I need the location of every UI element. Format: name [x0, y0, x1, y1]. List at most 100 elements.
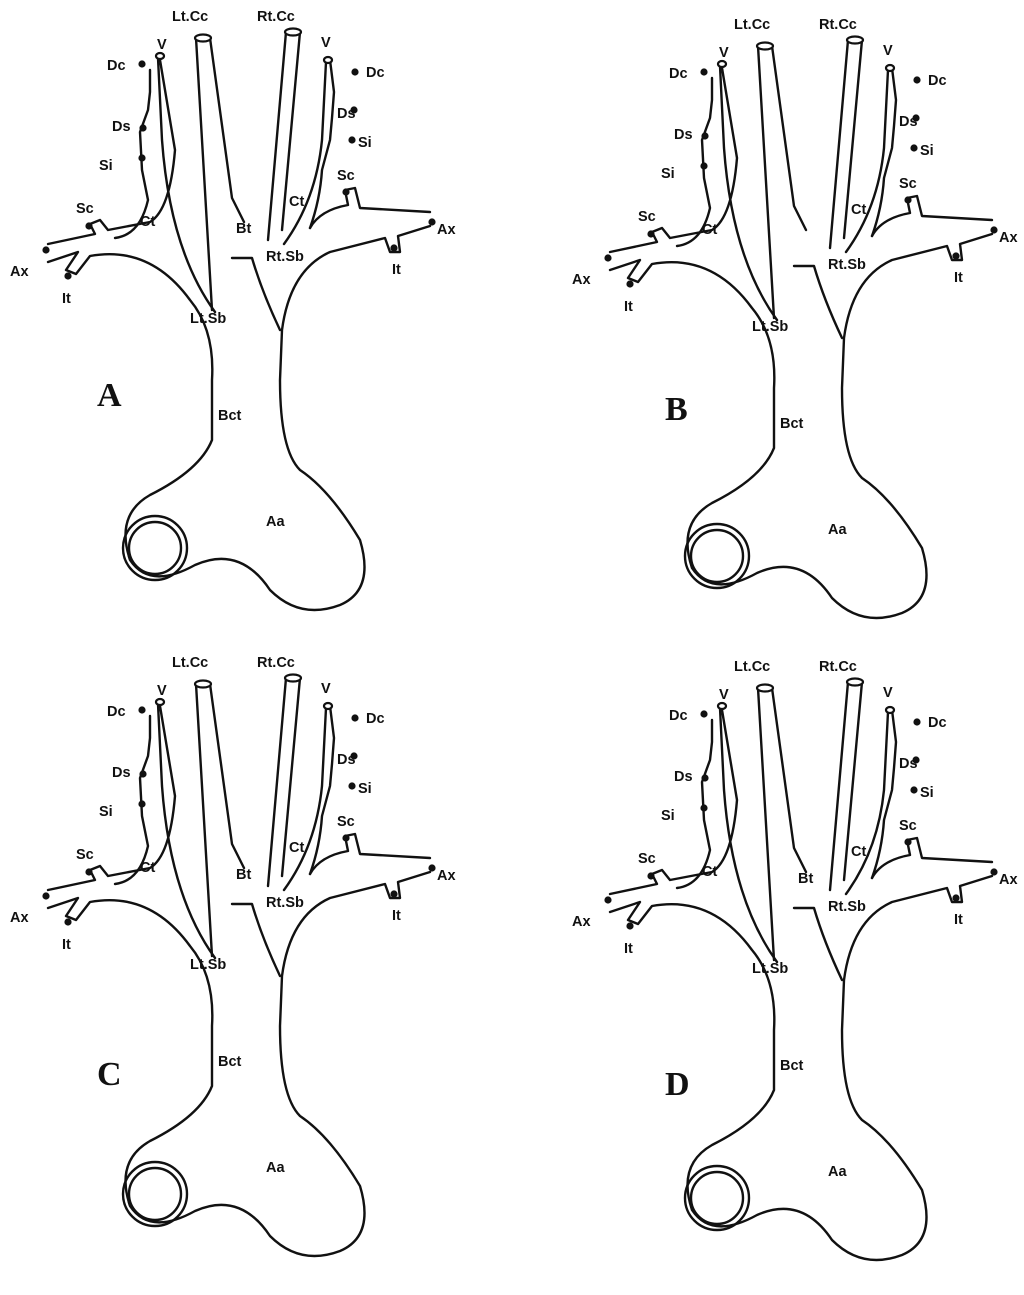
label-bt: Bt: [798, 871, 813, 887]
label-sc-l: Sc: [76, 201, 94, 217]
label-sc-r: Sc: [337, 168, 355, 184]
label-v-l: V: [719, 687, 729, 703]
branch-stump: [626, 922, 633, 929]
vessel-cut-end: [757, 43, 773, 50]
label-aa: Aa: [266, 514, 285, 530]
label-sc-l: Sc: [638, 209, 656, 225]
branch-stump: [700, 804, 707, 811]
branch-stump: [904, 838, 911, 845]
descending-aorta-outer-ring: [123, 1162, 187, 1226]
vessel-cut-end: [847, 37, 863, 44]
label-ltcc: Lt.Cc: [172, 655, 208, 671]
branch-stump: [952, 894, 959, 901]
label-sc-r: Sc: [899, 818, 917, 834]
vessel-cut-end: [718, 703, 726, 709]
vessel-outline: [794, 266, 842, 338]
label-v-l: V: [157, 683, 167, 699]
label-ds-r: Ds: [899, 756, 918, 772]
vessel-outline: [115, 716, 150, 884]
branch-stump: [42, 892, 49, 899]
label-aa: Aa: [828, 1164, 847, 1180]
vessel-tube: [196, 684, 212, 956]
label-rtsb: Rt.Sb: [828, 899, 866, 915]
label-si-r: Si: [358, 135, 372, 151]
branch-stump: [138, 60, 145, 67]
label-rtsb: Rt.Sb: [266, 895, 304, 911]
vessel-cut-end: [156, 699, 164, 705]
vessel-cut-end: [718, 61, 726, 67]
label-v-l: V: [719, 45, 729, 61]
label-ltcc: Lt.Cc: [172, 9, 208, 25]
vessel-outline: [794, 908, 842, 980]
vessel-outline: [232, 258, 280, 330]
label-sc-l: Sc: [76, 847, 94, 863]
label-si-r: Si: [358, 781, 372, 797]
label-ax-l: Ax: [572, 272, 591, 288]
vessel-outline: [232, 904, 280, 976]
branch-stump: [604, 254, 611, 261]
label-ltcc: Lt.Cc: [734, 17, 770, 33]
descending-aorta-inner-ring: [691, 1172, 743, 1224]
vessel-outline: [310, 188, 430, 228]
branch-stump: [351, 714, 358, 721]
descending-aorta-inner-ring: [129, 522, 181, 574]
label-it-r: It: [392, 262, 401, 278]
label-dc-l: Dc: [669, 708, 688, 724]
label-rtsb: Rt.Sb: [828, 257, 866, 273]
label-ds-l: Ds: [674, 127, 693, 143]
vessel-outline: [310, 834, 430, 874]
label-it-l: It: [624, 299, 633, 315]
branch-stump: [701, 774, 708, 781]
branch-stump: [904, 196, 911, 203]
label-aa: Aa: [828, 522, 847, 538]
label-ds-l: Ds: [674, 769, 693, 785]
branch-stump: [138, 706, 145, 713]
label-bt: Bt: [236, 221, 251, 237]
label-ds-r: Ds: [337, 752, 356, 768]
vessel-outline: [48, 60, 175, 244]
label-ltsb: Lt.Sb: [190, 311, 226, 327]
branch-stump: [990, 868, 997, 875]
label-it-l: It: [62, 291, 71, 307]
vessel-cut-end: [195, 35, 211, 42]
label-aa: Aa: [266, 1160, 285, 1176]
label-bt: Bt: [236, 867, 251, 883]
vessel-cut-end: [886, 65, 894, 71]
label-ds-l: Ds: [112, 765, 131, 781]
branch-stump: [64, 272, 71, 279]
branch-stump: [910, 786, 917, 793]
branch-stump: [342, 188, 349, 195]
label-it-l: It: [624, 941, 633, 957]
label-ltsb: Lt.Sb: [752, 961, 788, 977]
branch-stump: [990, 226, 997, 233]
branch-stump: [64, 918, 71, 925]
label-bct: Bct: [218, 408, 242, 424]
label-sc-r: Sc: [899, 176, 917, 192]
label-ax-l: Ax: [10, 910, 29, 926]
label-it-r: It: [954, 270, 963, 286]
label-v-r: V: [883, 43, 893, 59]
label-ax-r: Ax: [437, 222, 456, 238]
label-ds-l: Ds: [112, 119, 131, 135]
label-si-r: Si: [920, 143, 934, 159]
label-v-r: V: [883, 685, 893, 701]
branch-stump: [351, 68, 358, 75]
branch-stump: [138, 154, 145, 161]
branch-stump: [85, 868, 92, 875]
branch-stump: [348, 136, 355, 143]
label-dc-r: Dc: [928, 715, 947, 731]
label-si-l: Si: [661, 808, 675, 824]
label-v-l: V: [157, 37, 167, 53]
branch-stump: [700, 68, 707, 75]
label-ltcc: Lt.Cc: [734, 659, 770, 675]
branch-stump: [139, 770, 146, 777]
label-dc-l: Dc: [107, 704, 126, 720]
label-ds-r: Ds: [337, 106, 356, 122]
label-rtcc: Rt.Cc: [819, 659, 857, 675]
label-ct-l: Ct: [140, 860, 155, 876]
vessel-cut-end: [195, 681, 211, 688]
label-bct: Bct: [780, 1058, 804, 1074]
